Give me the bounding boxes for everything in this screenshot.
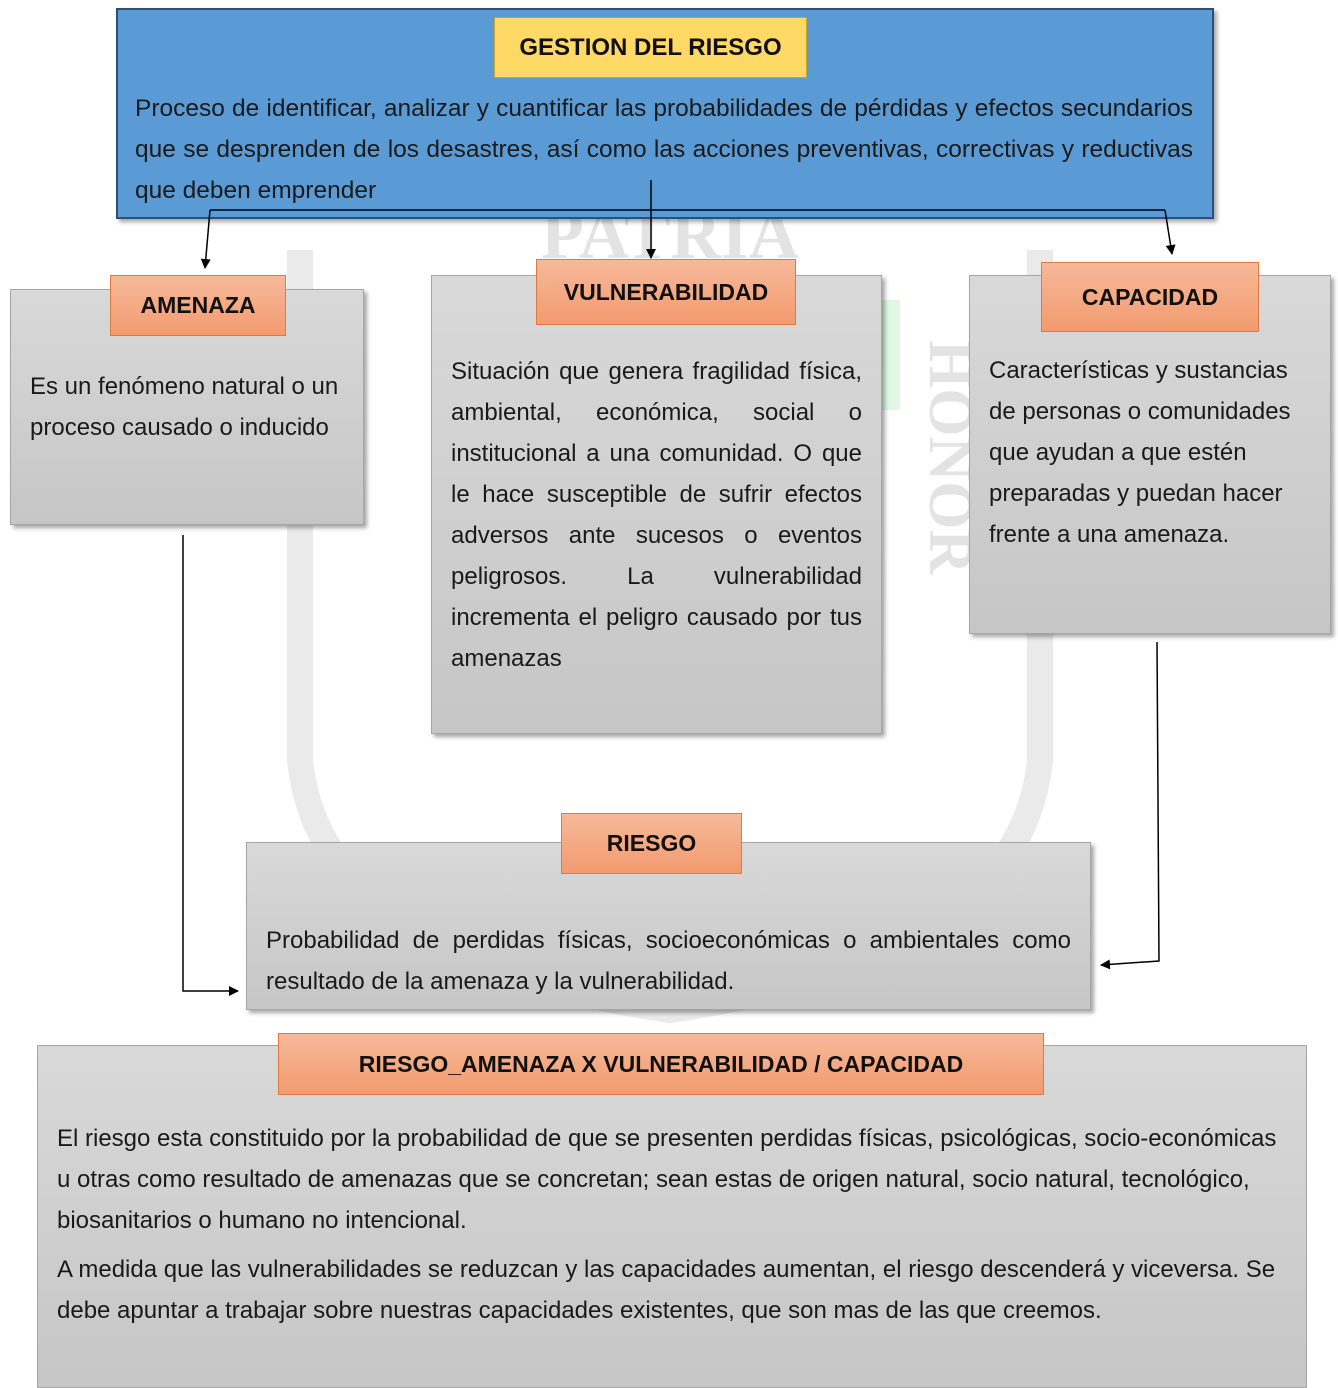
capacidad-title: CAPACIDAD (1041, 262, 1259, 332)
formula-paragraph-2: A medida que las vulnerabilidades se red… (57, 1256, 1276, 1324)
capacidad-box (969, 275, 1331, 634)
arrow-capacidad-to-riesgo (1100, 641, 1160, 970)
gestion-del-riesgo-description: Proceso de identificar, analizar y cuant… (135, 95, 1193, 204)
formula-paragraph-1: El riesgo esta constituido por la probab… (57, 1125, 1277, 1234)
capacidad-text: Características y sustancias de personas… (989, 357, 1291, 548)
formula-title: RIESGO_AMENAZA X VULNERABILIDAD / CAPACI… (278, 1033, 1044, 1095)
riesgo-title: RIESGO (561, 813, 742, 874)
vulnerabilidad-text: Situación que genera fragilidad física, … (451, 358, 862, 672)
vulnerabilidad-box (431, 275, 882, 734)
amenaza-title: AMENAZA (110, 275, 286, 336)
vulnerabilidad-title: VULNERABILIDAD (536, 259, 796, 325)
amenaza-text: Es un fenómeno natural o un proceso caus… (30, 373, 339, 441)
gestion-del-riesgo-title: GESTION DEL RIESGO (494, 17, 807, 78)
formula-box (37, 1045, 1307, 1388)
arrow-amenaza-to-riesgo (182, 535, 239, 996)
riesgo-text: Probabilidad de perdidas físicas, socioe… (266, 927, 1071, 995)
